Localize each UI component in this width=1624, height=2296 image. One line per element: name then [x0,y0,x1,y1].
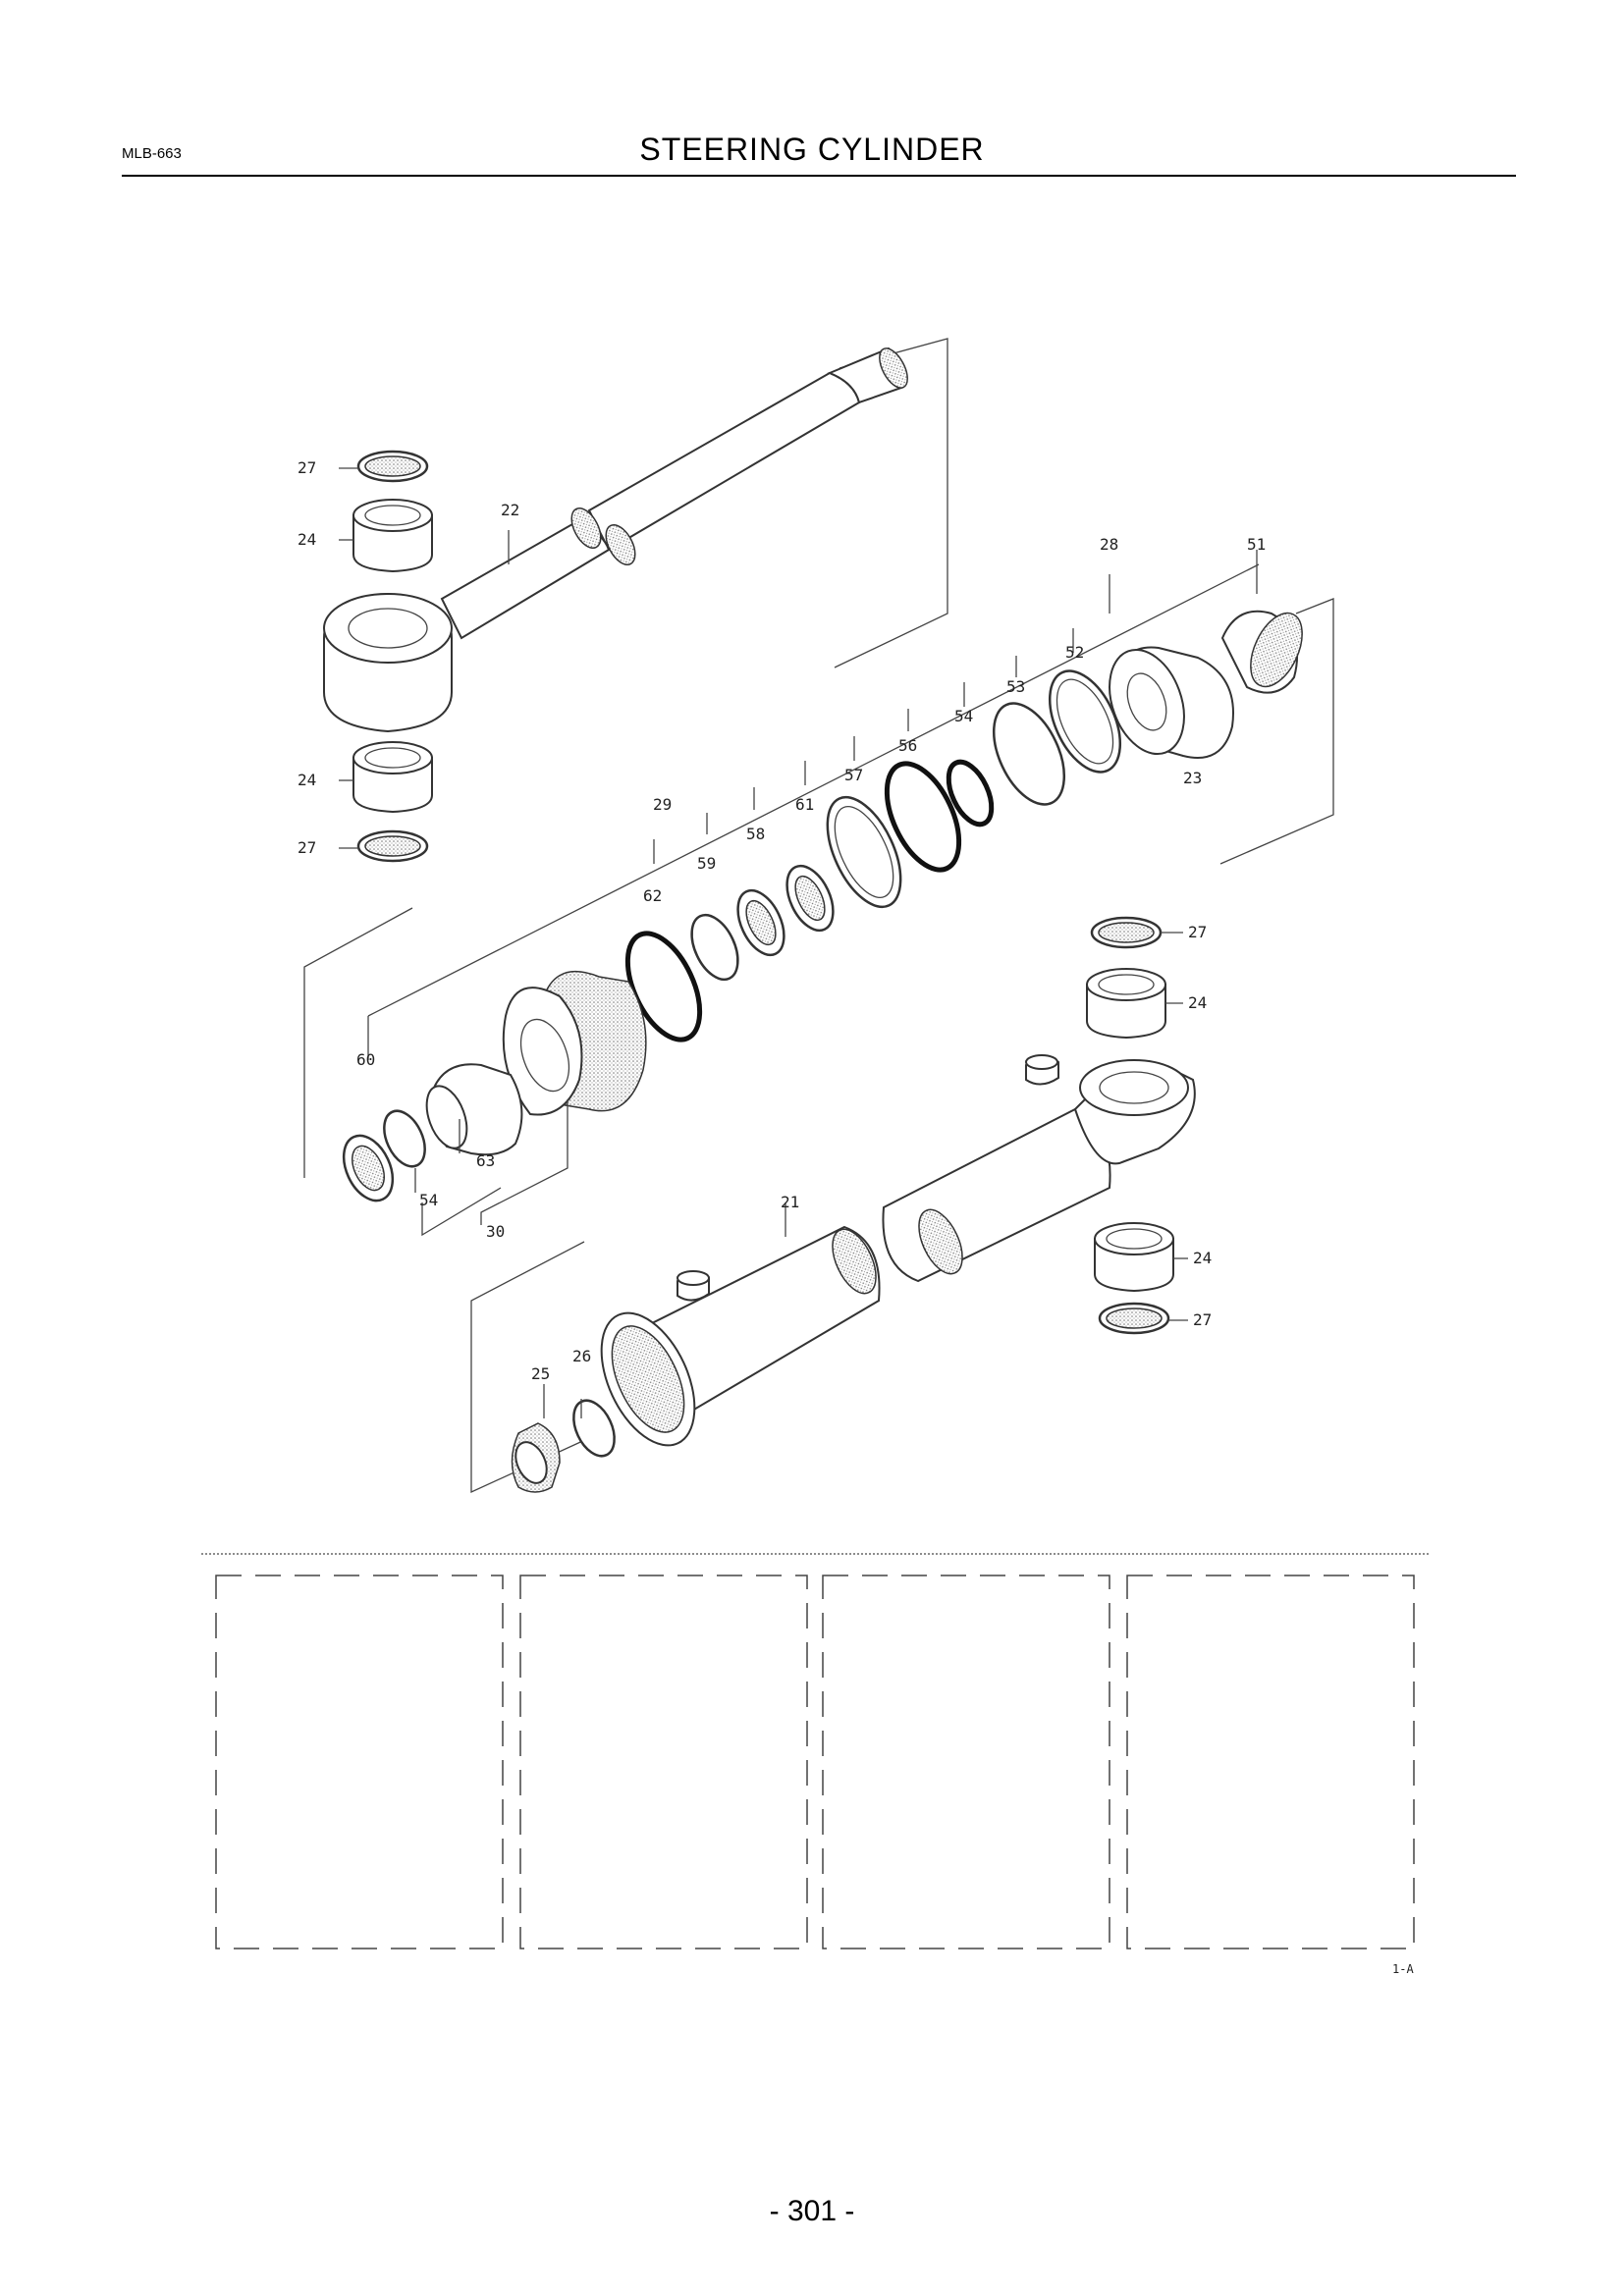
callout-29: 29 [653,795,672,814]
callout-27-d: 27 [1193,1310,1212,1329]
callout-26: 26 [572,1347,591,1365]
callout-52: 52 [1065,643,1084,662]
callout-25: 25 [531,1364,550,1383]
sheet-reference: 1-A [1392,1962,1414,1976]
document-code: MLB-663 [122,145,182,162]
callout-51: 51 [1247,535,1266,554]
blank-box-4 [1126,1575,1415,1949]
callout-23: 23 [1183,769,1202,787]
callout-22: 22 [501,501,519,519]
piston-rod-assembly [323,338,948,733]
callout-labels: 21 22 23 24 24 24 24 25 26 27 27 27 27 2… [298,458,1266,1383]
blank-box-1 [215,1575,504,1949]
piston-assembly [303,550,1334,1178]
rod-gland-assembly [342,971,647,1237]
blank-box-2 [519,1575,808,1949]
blank-box-3 [822,1575,1110,1949]
callout-24-d: 24 [1193,1249,1212,1267]
callout-63: 63 [476,1151,495,1170]
callout-54-b: 54 [419,1191,438,1209]
callout-56: 56 [898,736,917,755]
callout-60: 60 [356,1050,375,1069]
callout-53: 53 [1006,677,1025,696]
callout-57: 57 [844,766,863,784]
callout-62: 62 [643,886,662,905]
callout-58: 58 [746,825,765,843]
cylinder-tube-assembly [470,1054,1196,1494]
callout-28: 28 [1100,535,1118,554]
page-number: - 301 - [769,2195,855,2227]
callout-24-c: 24 [1188,993,1207,1012]
callout-21: 21 [781,1193,799,1211]
callout-24-b: 24 [298,771,316,789]
parts-table-area: 1-A [201,1553,1429,1976]
callout-61: 61 [795,795,814,814]
callout-27-b: 27 [298,838,316,857]
callout-30: 30 [486,1222,505,1241]
page-title: STEERING CYLINDER [639,132,985,167]
callout-24: 24 [298,530,316,549]
callout-27-c: 27 [1188,923,1207,941]
callout-59: 59 [697,854,716,873]
rod-end-bushings [339,450,433,863]
callout-54: 54 [954,707,973,725]
tube-end-bushings [1086,916,1188,1335]
header-divider [122,175,1516,177]
callout-27: 27 [298,458,316,477]
